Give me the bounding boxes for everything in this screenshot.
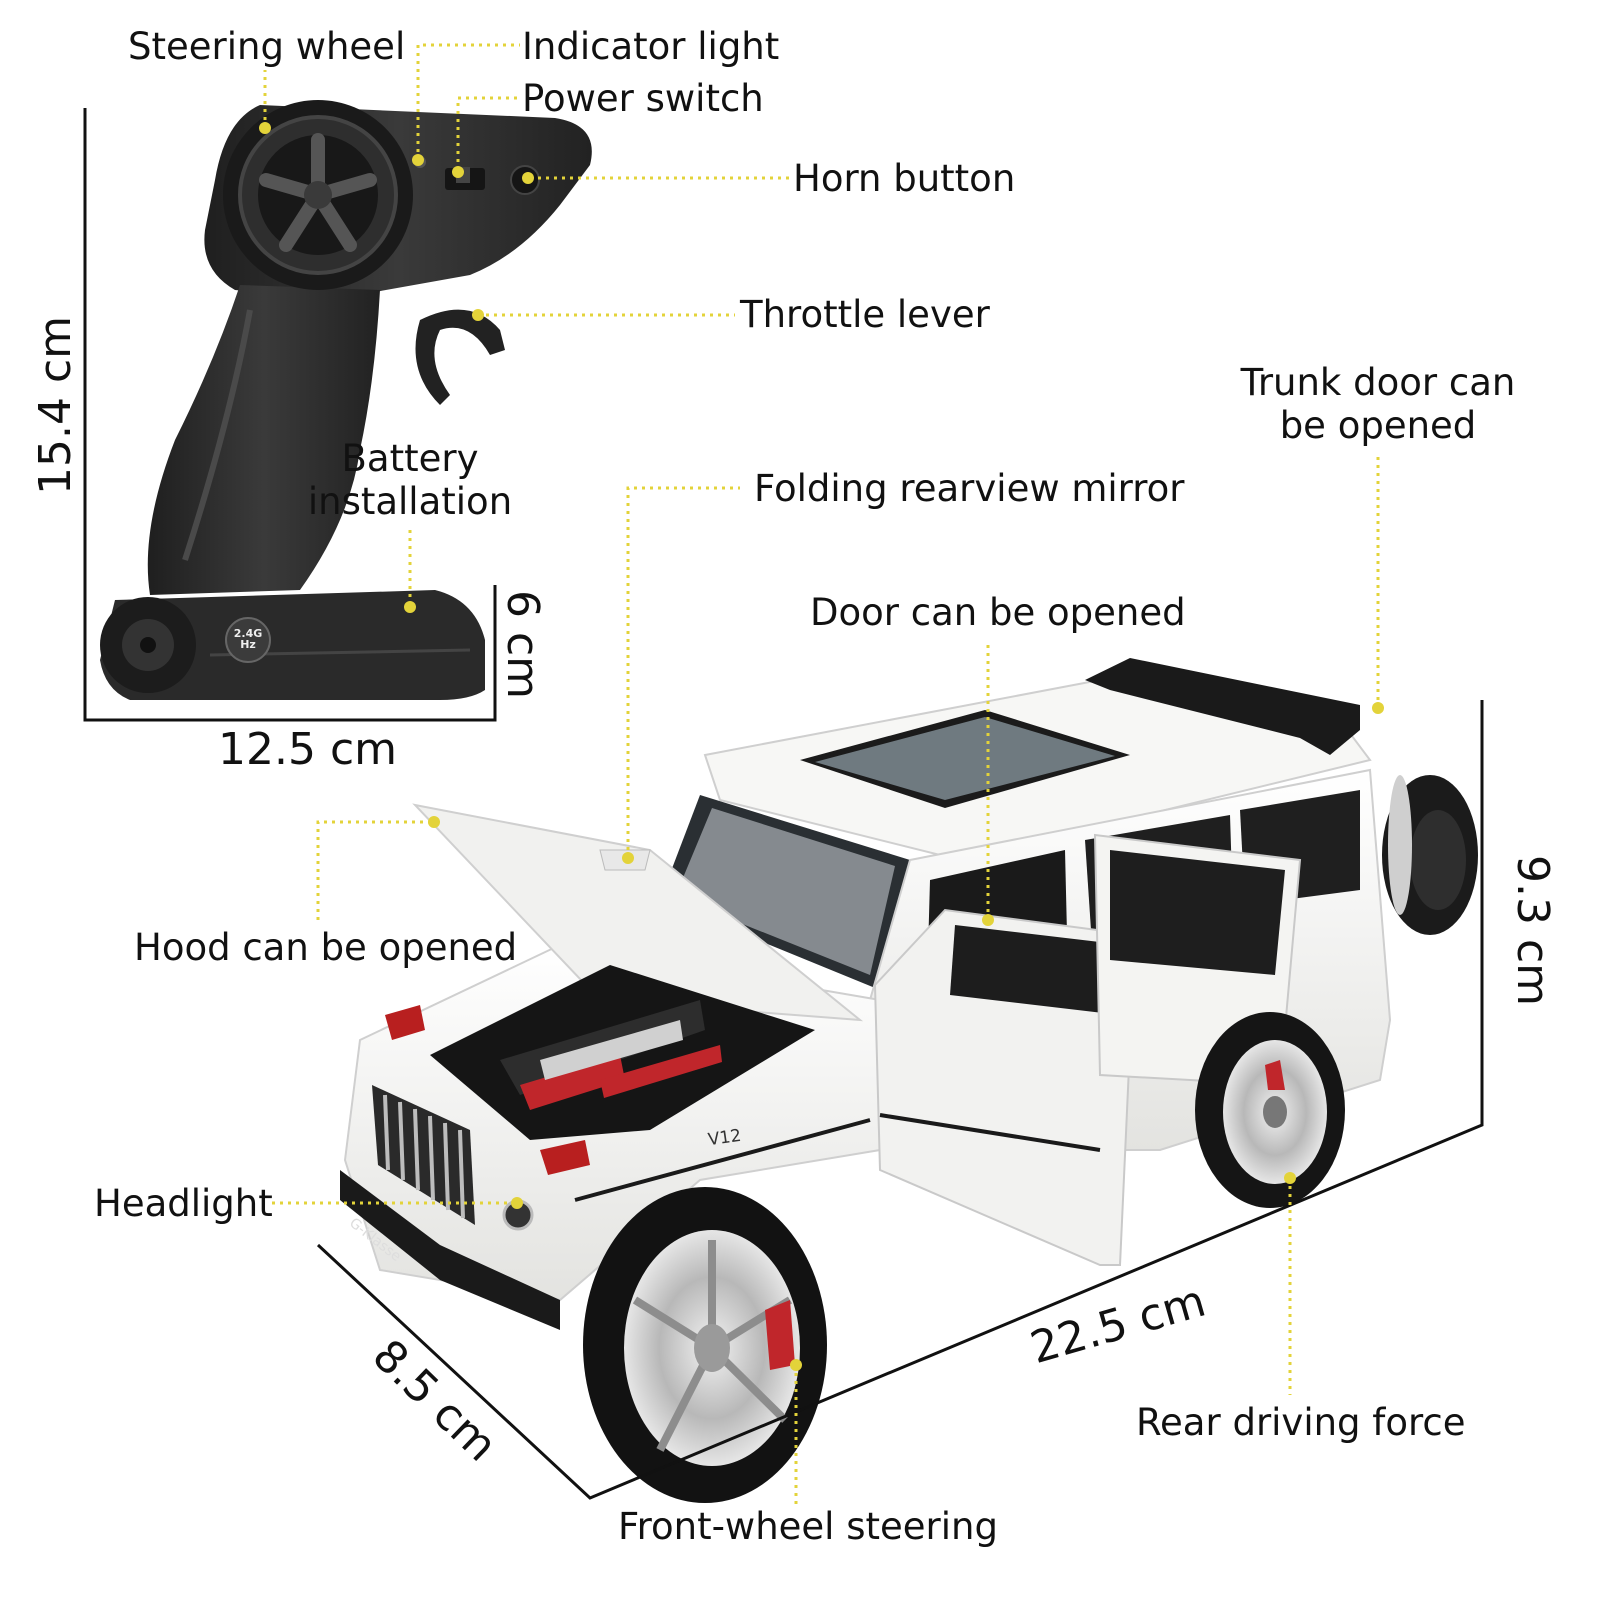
front-wheel <box>583 1187 827 1503</box>
open-hood <box>412 803 864 1022</box>
label-indicator-light: Indicator light <box>522 25 780 68</box>
controller-grip <box>147 285 380 595</box>
frequency-label: 2.4G Hz <box>230 628 266 650</box>
controller-base <box>100 590 485 700</box>
spare-wheel <box>1382 775 1478 935</box>
dim-controller-width: 12.5 cm <box>218 724 398 775</box>
label-headlight: Headlight <box>94 1182 273 1225</box>
dim-car-height: 9.3 cm <box>1507 855 1558 1007</box>
remote-controller <box>100 100 592 700</box>
label-trunk-door: Trunk door can be opened <box>1228 361 1528 447</box>
frequency-unit: Hz <box>240 638 256 651</box>
car-dimension-lines <box>316 700 1484 1500</box>
label-hood-opened: Hood can be opened <box>134 926 518 969</box>
toy-car <box>340 658 1478 1503</box>
label-throttle-lever: Throttle lever <box>740 293 990 336</box>
label-front-wheel-steering: Front-wheel steering <box>618 1505 998 1548</box>
label-door-opened: Door can be opened <box>810 591 1186 634</box>
controller-dimension-lines <box>83 108 497 722</box>
label-battery-installation: Battery installation <box>300 437 520 523</box>
steering-wheel-knob <box>223 100 413 290</box>
leader-lines <box>263 43 1380 1505</box>
dim-controller-height: 15.4 cm <box>30 315 81 495</box>
label-trunk-line2: be opened <box>1279 403 1477 447</box>
front-bumper <box>340 1170 560 1330</box>
label-horn-button: Horn button <box>793 157 1016 200</box>
label-trunk-line1: Trunk door can <box>1240 361 1516 404</box>
frequency-badge <box>225 617 271 663</box>
label-rear-driving-force: Rear driving force <box>1136 1401 1466 1444</box>
throttle-trigger <box>415 309 505 405</box>
leader-dots <box>259 122 1384 1371</box>
frequency-value: 2.4G <box>233 627 263 640</box>
label-power-switch: Power switch <box>522 77 764 120</box>
label-folding-mirror: Folding rearview mirror <box>754 467 1185 510</box>
label-battery-line2: installation <box>307 479 513 523</box>
rear-wheel <box>1195 1012 1345 1208</box>
label-steering-wheel: Steering wheel <box>128 25 406 68</box>
dim-controller-base: 6 cm <box>497 590 548 700</box>
label-battery-line1: Battery <box>341 437 479 480</box>
roof-spoiler <box>1085 658 1360 755</box>
